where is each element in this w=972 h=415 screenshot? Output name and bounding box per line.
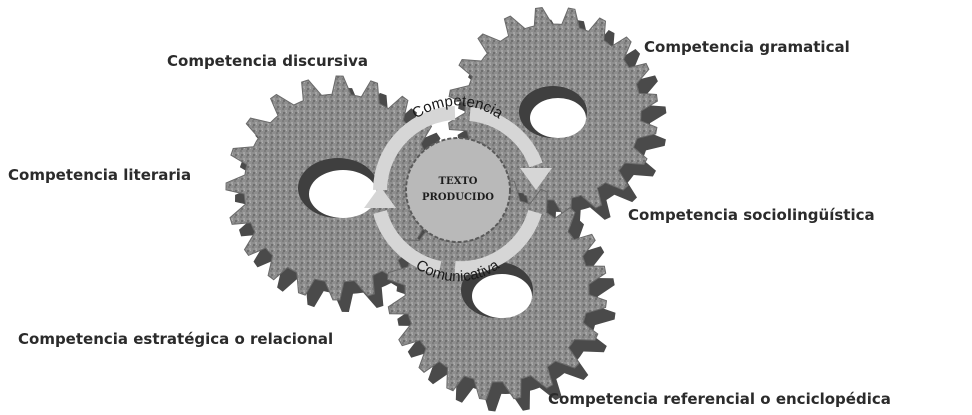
label-competencia-referencial: Competencia referencial o enciclopédica [548,390,891,408]
label-competencia-literaria: Competencia literaria [8,166,192,184]
ring-arc-upper-left [373,106,456,191]
gear-left-hole [309,170,377,218]
arrow-head-left [364,186,396,208]
arrow-head-right [520,168,552,190]
ring-arrows [364,106,552,276]
label-competencia-gramatical: Competencia gramatical [644,38,850,56]
gear-top-right-hole [530,98,586,138]
center-disc [405,137,511,243]
ring-arc-upper-right [469,107,543,168]
ring-arc-lower-left [373,209,442,275]
label-competencia-sociolinguistica: Competencia sociolingüística [628,206,875,224]
label-competencia-estrategica: Competencia estratégica o relacional [18,330,334,348]
ring-arc-lower-right [454,209,542,276]
gear-top-right [448,7,667,229]
label-competencia-discursiva: Competencia discursiva [167,52,368,70]
center-text-line2: PRODUCIDO [422,192,494,203]
center-text-line1: TEXTO [439,176,478,187]
gear-bottom-hole [472,274,532,318]
